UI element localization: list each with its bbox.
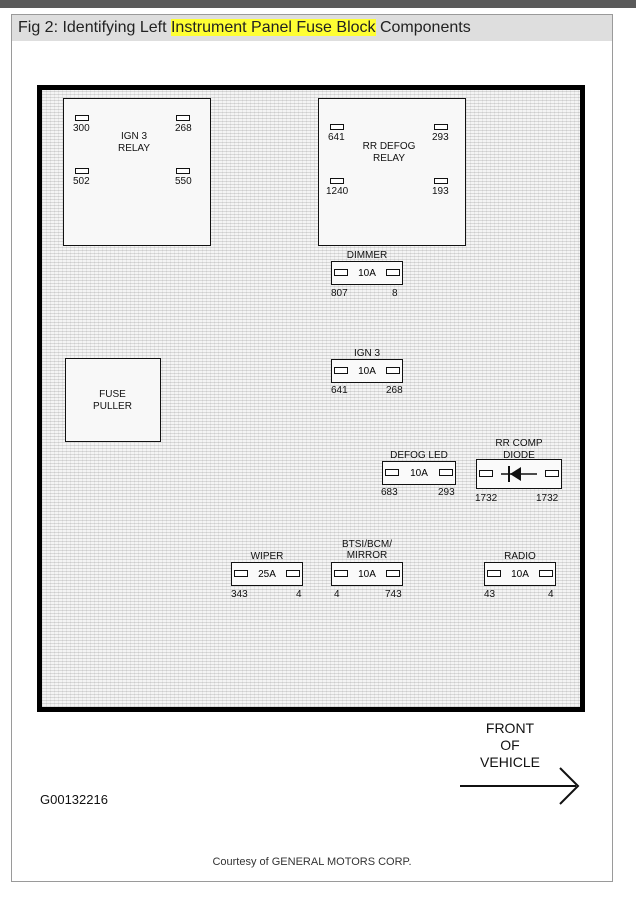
diode-terminal: [479, 470, 493, 477]
front-label-line: FRONT: [485, 720, 535, 736]
fuse-circuit-left: 343: [231, 589, 248, 600]
relay-pin: [176, 115, 190, 121]
fuse-wiper: 25A: [231, 562, 303, 586]
fuse-defog-led: 10A: [382, 461, 456, 485]
fuse-circuit-left: 43: [484, 589, 496, 600]
fuse-name-radio: RADIO: [504, 551, 536, 562]
fuse-circuit-right: 4: [548, 589, 554, 600]
fuse-terminal: [334, 570, 348, 577]
fuse-name-defog-led: DEFOG LED: [390, 450, 448, 461]
fuse-rating: 10A: [358, 569, 376, 580]
fuse-terminal: [386, 570, 400, 577]
fuse-terminal: [334, 269, 348, 276]
relay-pin: [330, 178, 344, 184]
fuse-circuit-right: 268: [386, 385, 403, 396]
relay-name: IGN 3: [120, 131, 148, 142]
front-label-line: OF: [500, 737, 520, 753]
relay-name: RELAY: [372, 153, 406, 164]
relay-pin: [176, 168, 190, 174]
fuse-circuit-right: 293: [438, 487, 455, 498]
fuse-dimmer: 10A: [331, 261, 403, 285]
fuse-puller-label: PULLER: [93, 401, 132, 412]
fuse-circuit-left: 807: [331, 288, 348, 299]
fuse-block-panel: 300 268 IGN 3 RELAY 502 550 641 293 RR D…: [37, 85, 585, 712]
fuse-circuit-right: 8: [392, 288, 398, 299]
fuse-ign3: 10A: [331, 359, 403, 383]
fuse-name-btsi: MIRROR: [346, 550, 388, 561]
relay-pin: [75, 115, 89, 121]
fuse-terminal: [539, 570, 553, 577]
fuse-circuit-left: 683: [381, 487, 398, 498]
rr-defog-relay: 641 293 RR DEFOG RELAY 1240 193: [318, 98, 466, 246]
rr-comp-diode: [476, 459, 562, 489]
diode-symbol-icon: [501, 466, 537, 482]
relay-name: RELAY: [117, 143, 151, 154]
caption-suffix: Components: [375, 19, 471, 36]
fuse-circuit-right: 4: [296, 589, 302, 600]
fuse-rating: 10A: [410, 468, 428, 479]
fuse-rating: 10A: [511, 569, 529, 580]
fuse-terminal: [386, 367, 400, 374]
fuse-circuit-right: 743: [385, 589, 402, 600]
front-of-vehicle-label: FRONT OF VEHICLE: [470, 720, 550, 771]
fuse-terminal: [385, 469, 399, 476]
relay-pin-label: 502: [73, 176, 90, 187]
courtesy-credit: Courtesy of GENERAL MOTORS CORP.: [212, 856, 412, 868]
relay-pin: [330, 124, 344, 130]
relay-pin-label: 550: [175, 176, 192, 187]
fuse-rating: 10A: [358, 268, 376, 279]
ign3-relay: 300 268 IGN 3 RELAY 502 550: [63, 98, 211, 246]
fuse-name-wiper: WIPER: [250, 551, 284, 562]
fuse-radio: 10A: [484, 562, 556, 586]
fuse-name-btsi: BTSI/BCM/: [341, 539, 392, 550]
fuse-puller: FUSE PULLER: [65, 358, 161, 442]
fuse-circuit-left: 4: [334, 589, 340, 600]
fuse-terminal: [386, 269, 400, 276]
fuse-terminal: [234, 570, 248, 577]
relay-name: RR DEFOG: [362, 141, 416, 152]
relay-pin-label: 1240: [326, 186, 349, 197]
caption-highlight: Instrument Panel Fuse Block: [170, 19, 376, 36]
front-label-line: VEHICLE: [480, 754, 540, 770]
fuse-terminal: [487, 570, 501, 577]
diode-circuit-left: 1732: [475, 493, 498, 504]
fuse-terminal: [286, 570, 300, 577]
diode-circuit-right: 1732: [536, 493, 559, 504]
relay-pin-label: 293: [432, 132, 449, 143]
diode-name: RR COMP: [495, 438, 543, 449]
relay-pin-label: 193: [432, 186, 449, 197]
relay-pin-label: 268: [175, 123, 192, 134]
fuse-circuit-left: 641: [331, 385, 348, 396]
relay-pin: [434, 124, 448, 130]
fuse-rating: 25A: [258, 569, 276, 580]
window-top-bar: [0, 0, 636, 8]
arrow-right-icon: [460, 767, 580, 805]
relay-pin-label: 641: [328, 132, 345, 143]
fuse-puller-label: FUSE: [99, 389, 126, 400]
relay-pin: [75, 168, 89, 174]
diode-terminal: [545, 470, 559, 477]
fuse-terminal: [334, 367, 348, 374]
relay-pin: [434, 178, 448, 184]
fuse-terminal: [439, 469, 453, 476]
fuse-name-dimmer: DIMMER: [346, 250, 388, 261]
relay-pin-label: 300: [73, 123, 90, 134]
fuse-name-ign3: IGN 3: [353, 348, 381, 359]
caption-prefix: Fig 2: Identifying Left: [18, 19, 171, 36]
diode-name: DIODE: [503, 450, 535, 461]
figure-caption: Fig 2: Identifying Left Instrument Panel…: [12, 15, 612, 41]
fuse-rating: 10A: [358, 366, 376, 377]
fuse-btsi-bcm-mirror: 10A: [331, 562, 403, 586]
figure-code: G00132216: [40, 792, 108, 807]
